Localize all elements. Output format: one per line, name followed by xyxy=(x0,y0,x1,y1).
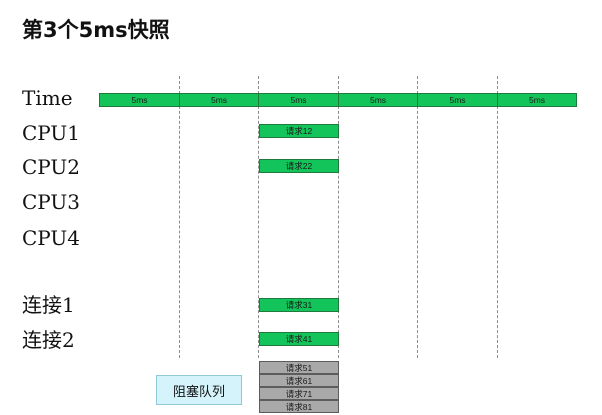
diagram-title: 第3个5ms快照 xyxy=(22,18,170,42)
time-divider xyxy=(258,76,259,358)
timeline-segment-2: 5ms xyxy=(179,93,259,107)
row-label-cpu4: CPU4 xyxy=(22,226,80,250)
queue-item: 请求71 xyxy=(259,387,339,400)
timeline-segment-1: 5ms xyxy=(99,93,180,107)
request-bar-conn2: 请求41 xyxy=(259,332,339,346)
request-bar-cpu2: 请求22 xyxy=(259,159,339,173)
time-divider xyxy=(179,76,180,358)
queue-item: 请求61 xyxy=(259,374,339,387)
blocking-queue-label: 阻塞队列 xyxy=(156,375,242,405)
row-label-cpu1: CPU1 xyxy=(22,121,80,145)
request-bar-cpu1: 请求12 xyxy=(259,124,339,138)
queue-item: 请求51 xyxy=(259,361,339,374)
time-divider xyxy=(497,76,498,358)
row-label-conn2: 连接2 xyxy=(22,328,75,352)
queue-item: 请求81 xyxy=(259,400,339,413)
time-divider xyxy=(417,76,418,358)
timeline-segment-3: 5ms xyxy=(258,93,339,107)
row-label-cpu2: CPU2 xyxy=(22,155,80,179)
timeline-segment-6: 5ms xyxy=(497,93,577,107)
row-label-time: Time xyxy=(22,86,73,110)
row-label-conn1: 连接1 xyxy=(22,293,75,317)
request-bar-conn1: 请求31 xyxy=(259,298,339,312)
timeline-segment-5: 5ms xyxy=(417,93,498,107)
timeline-segment-4: 5ms xyxy=(338,93,418,107)
time-divider xyxy=(338,76,339,358)
row-label-cpu3: CPU3 xyxy=(22,190,80,214)
